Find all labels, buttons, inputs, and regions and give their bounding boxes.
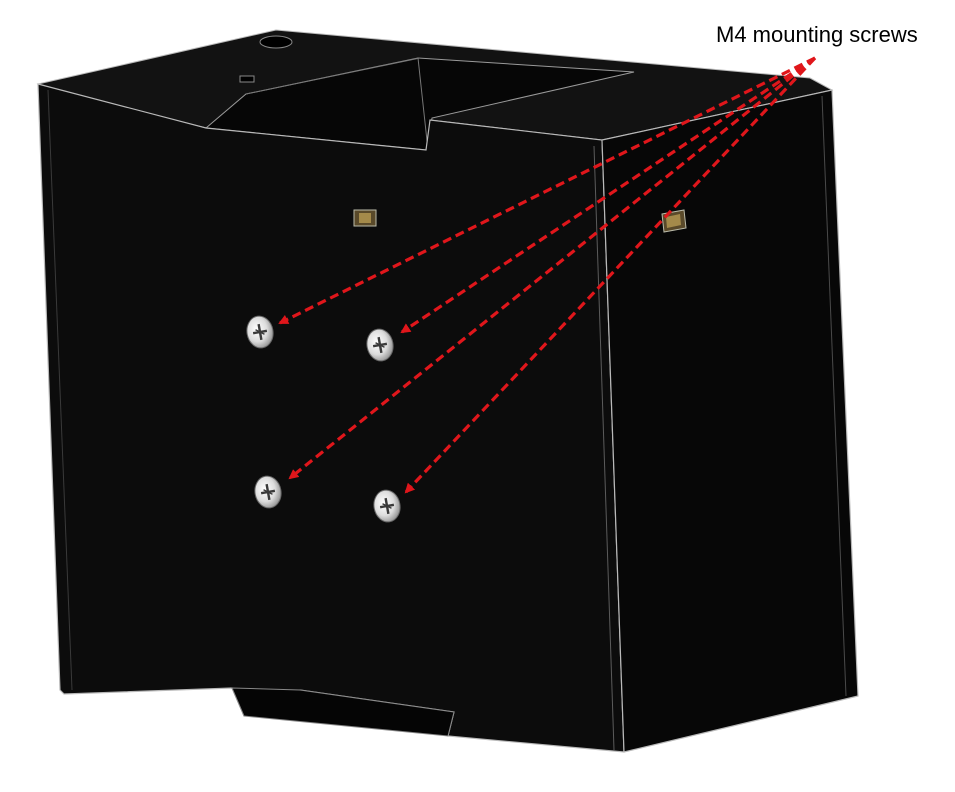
arrow-to-screw-top-left bbox=[278, 56, 816, 325]
enclosure-side-face bbox=[601, 89, 859, 753]
bottom-slot bbox=[231, 687, 455, 737]
arrow-to-screw-bottom-right bbox=[404, 56, 817, 494]
callout-label: M4 mounting screws bbox=[716, 22, 918, 47]
enclosure-front-face bbox=[37, 83, 625, 753]
top-hole bbox=[259, 35, 293, 49]
front-clip bbox=[353, 209, 377, 227]
top-small-slot bbox=[239, 75, 255, 83]
screw-bottom-left bbox=[254, 475, 282, 509]
arrow-to-screw-bottom-left bbox=[288, 56, 816, 480]
side-clip bbox=[661, 209, 687, 233]
callout-arrows bbox=[278, 56, 817, 494]
screw-top-left bbox=[246, 315, 274, 349]
arrow-to-screw-top-right bbox=[400, 56, 816, 334]
screw-bottom-right bbox=[373, 489, 401, 523]
screw-top-right bbox=[366, 328, 394, 362]
